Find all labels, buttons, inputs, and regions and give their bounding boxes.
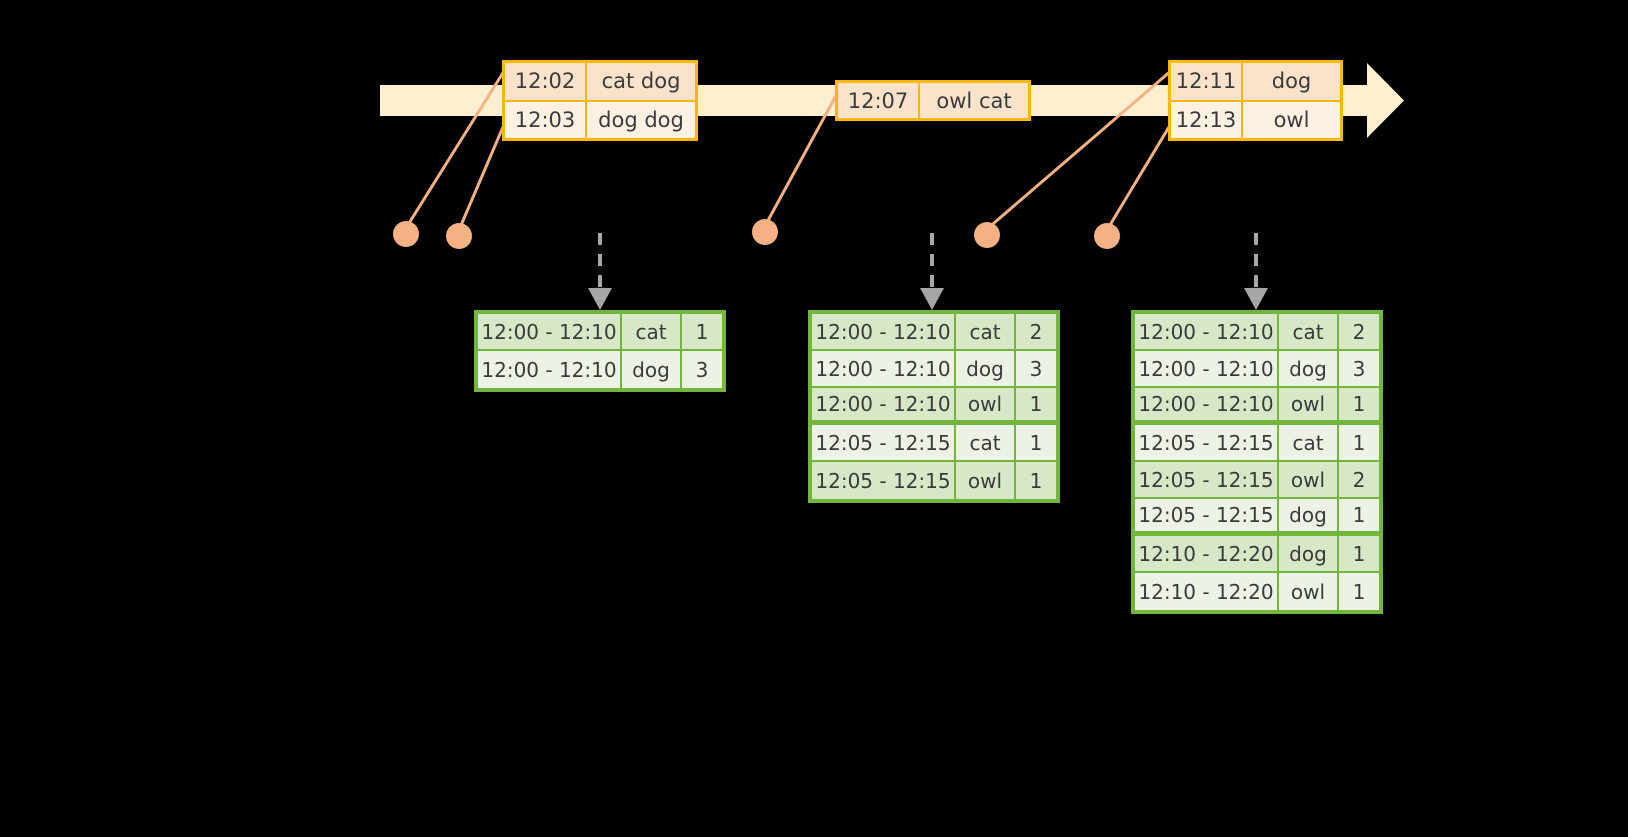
- cell-window: 12:00 - 12:10: [812, 351, 956, 386]
- cell-word: dog: [1279, 499, 1339, 531]
- cell-window: 12:00 - 12:10: [478, 314, 622, 349]
- event-marker-1203[interactable]: [446, 223, 472, 249]
- cell-count: 2: [1339, 462, 1379, 497]
- event-marker-1211[interactable]: [974, 222, 1000, 248]
- cell-window: 12:10 - 12:20: [1135, 536, 1279, 571]
- cell-word: dog: [1279, 536, 1339, 571]
- cell-word: dog: [1279, 351, 1339, 386]
- event-box-c[interactable]: 12:11 dog 12:13 owl: [1168, 60, 1343, 141]
- cell-word: owl: [1279, 462, 1339, 497]
- cell-window: 12:05 - 12:15: [1135, 425, 1279, 460]
- cell-window: 12:10 - 12:20: [1135, 573, 1279, 610]
- cell-word: owl: [1279, 388, 1339, 420]
- cell-count: 2: [1339, 314, 1379, 349]
- event-time: 12:13: [1171, 101, 1243, 138]
- cell-window: 12:00 - 12:10: [1135, 351, 1279, 386]
- cell-window: 12:00 - 12:10: [478, 351, 622, 388]
- cell-window: 12:00 - 12:10: [1135, 388, 1279, 420]
- cell-count: 3: [1016, 351, 1056, 386]
- event-words: dog: [1271, 69, 1312, 94]
- event-row[interactable]: 12:02 cat dog: [505, 63, 695, 100]
- event-words: owl cat: [936, 88, 1012, 113]
- cell-window: 12:05 - 12:15: [1135, 499, 1279, 531]
- cell-count: 1: [682, 314, 722, 349]
- event-box-b[interactable]: 12:07 owl cat: [835, 80, 1031, 121]
- cell-count: 1: [1339, 573, 1379, 610]
- cell-count: 1: [1016, 388, 1056, 420]
- cell-count: 3: [682, 351, 722, 388]
- cell-count: 3: [1339, 351, 1379, 386]
- cell-word: owl: [956, 388, 1016, 420]
- cell-count: 1: [1339, 536, 1379, 571]
- cell-window: 12:00 - 12:10: [1135, 314, 1279, 349]
- result-arrow-heads: [588, 288, 1268, 310]
- cell-count: 1: [1339, 499, 1379, 531]
- event-row[interactable]: 12:03 dog dog: [505, 99, 695, 138]
- cell-word: cat: [1279, 425, 1339, 460]
- cell-window: 12:00 - 12:10: [812, 314, 956, 349]
- event-row[interactable]: 12:07 owl cat: [838, 83, 1028, 118]
- event-words: owl: [1273, 107, 1310, 132]
- event-words: cat dog: [601, 69, 681, 94]
- cell-word: owl: [956, 462, 1016, 499]
- cell-window: 12:05 - 12:15: [812, 462, 956, 499]
- event-marker-1213[interactable]: [1094, 223, 1120, 249]
- event-row[interactable]: 12:11 dog: [1171, 63, 1340, 100]
- cell-word: cat: [1279, 314, 1339, 349]
- cell-word: cat: [956, 314, 1016, 349]
- event-marker-1202[interactable]: [393, 221, 419, 247]
- cell-count: 1: [1339, 388, 1379, 420]
- event-row[interactable]: 12:13 owl: [1171, 99, 1340, 138]
- cell-word: cat: [956, 425, 1016, 460]
- cell-word: dog: [956, 351, 1016, 386]
- event-time: 12:11: [1171, 63, 1243, 100]
- event-box-a[interactable]: 12:02 cat dog 12:03 dog dog: [502, 60, 698, 141]
- cell-count: 1: [1339, 425, 1379, 460]
- cell-count: 2: [1016, 314, 1056, 349]
- cell-word: owl: [1279, 573, 1339, 610]
- event-marker-1207[interactable]: [752, 219, 778, 245]
- cell-window: 12:00 - 12:10: [812, 388, 956, 420]
- cell-window: 12:05 - 12:15: [1135, 462, 1279, 497]
- cell-count: 1: [1016, 425, 1056, 460]
- cell-count: 1: [1016, 462, 1056, 499]
- result-arrow-shafts: [598, 233, 1258, 288]
- event-time: 12:07: [838, 83, 920, 118]
- event-time: 12:02: [505, 63, 587, 100]
- event-words: dog dog: [598, 107, 684, 132]
- cell-word: cat: [622, 314, 682, 349]
- cell-word: dog: [622, 351, 682, 388]
- cell-window: 12:05 - 12:15: [812, 425, 956, 460]
- event-time: 12:03: [505, 101, 587, 138]
